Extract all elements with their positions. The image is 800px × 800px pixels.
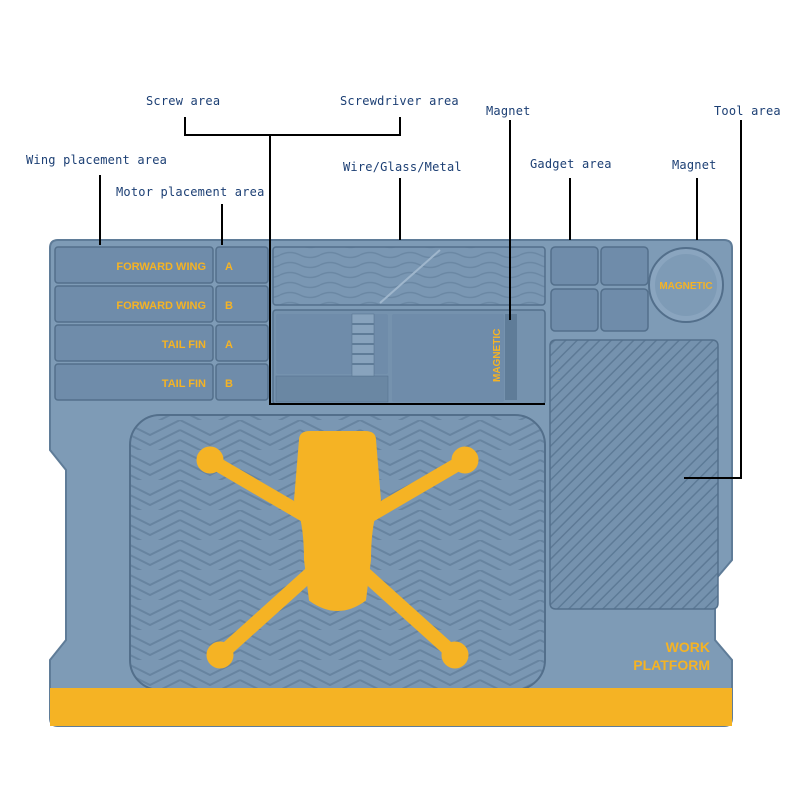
callout-screwdriver-area: Screwdriver area (340, 94, 459, 108)
callout-wire-glass-metal: Wire/Glass/Metal (343, 160, 462, 174)
callout-magnet-top: Magnet (486, 104, 531, 118)
callout-magnet-right: Magnet (672, 158, 717, 172)
callout-gadget-area: Gadget area (530, 157, 612, 171)
magnetic-strip (505, 314, 517, 400)
accent-strip (50, 688, 732, 726)
work-platform-line-1: WORK (666, 639, 710, 655)
motor-label-4: B (225, 378, 233, 390)
wing-label-1: FORWARD WING (116, 261, 206, 273)
motor-label-2: B (225, 300, 233, 312)
wire-glass-metal-tray (272, 246, 546, 306)
wing-motor-slots (54, 246, 269, 401)
callout-motor-placement-area: Motor placement area (116, 185, 265, 199)
tool-area (549, 339, 719, 610)
screw-grid (275, 313, 389, 403)
wing-label-2: FORWARD WING (116, 300, 206, 312)
drone-silhouette (196, 431, 479, 669)
motor-label-1: A (225, 261, 233, 273)
leader-lines (99, 117, 742, 479)
callout-screw-area: Screw area (146, 94, 221, 108)
motor-label-3: A (225, 339, 233, 351)
callout-tool-area: Tool area (714, 104, 781, 118)
work-platform-line-2: PLATFORM (633, 657, 710, 673)
wing-label-4: TAIL FIN (162, 378, 206, 390)
magnetic-strip-label: MAGNETIC (492, 329, 503, 382)
wing-label-3: TAIL FIN (162, 339, 206, 351)
gadget-slots (550, 246, 649, 332)
magnetic-disc-label: MAGNETIC (659, 281, 712, 292)
callout-wing-placement-area: Wing placement area (26, 153, 168, 167)
